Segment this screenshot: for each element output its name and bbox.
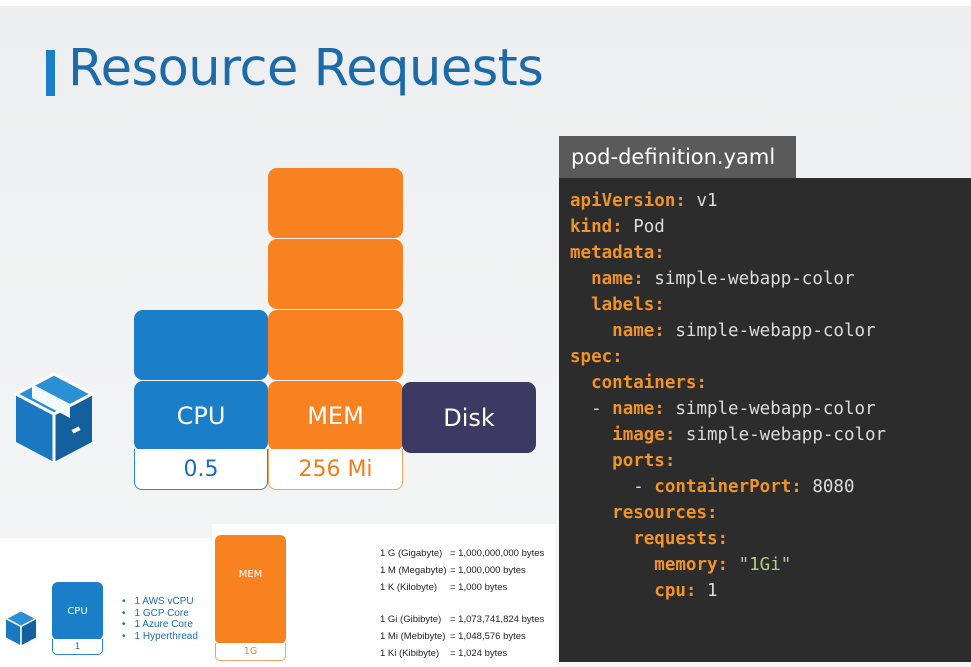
code-value: simple-webapp-color — [675, 425, 887, 445]
ref-cpu-label: CPU — [67, 605, 88, 617]
package-cube-icon — [12, 372, 96, 462]
code-string: "1Gi" — [728, 555, 792, 575]
code-line: metadata: — [570, 240, 971, 266]
unit-bytes: = 1,000 bytes — [450, 582, 508, 593]
unit-name: 1 G (Gigabyte) — [380, 548, 443, 559]
code-key: resources: — [612, 503, 718, 523]
unit-bytes: = 1,000,000,000 bytes — [450, 548, 545, 559]
code-value: simple-webapp-color — [664, 399, 876, 419]
code-key: memory: — [654, 555, 729, 575]
disk-block: Disk — [402, 382, 536, 453]
code-indent — [570, 373, 591, 393]
code-indent — [570, 451, 612, 471]
ref-cpu-value: 1 — [52, 639, 103, 655]
mem-block-extra-1 — [268, 168, 403, 238]
code-key: spec: — [570, 347, 623, 367]
code-indent — [570, 529, 633, 549]
code-key: name: — [591, 269, 644, 289]
cpu-equivalent-item: 1 GCP Core — [122, 608, 198, 620]
code-value: 8080 — [801, 477, 855, 497]
unit-bytes: = 1,048,576 bytes — [450, 631, 526, 642]
code-indent: - — [570, 399, 613, 419]
code-line: - containerPort: 8080 — [570, 474, 971, 500]
mem-block: MEM — [268, 381, 403, 451]
code-key: name: — [612, 321, 665, 341]
slide-title: Resource Requests — [68, 39, 544, 98]
code-line: resources: — [570, 500, 971, 526]
code-key: ports: — [612, 451, 676, 471]
package-cube-icon — [4, 609, 38, 646]
code-value: 1 — [696, 581, 718, 601]
title-accent-bar — [46, 50, 55, 96]
mem-block-extra-3 — [268, 310, 403, 380]
mem-block-extra-2 — [268, 239, 403, 309]
code-value: simple-webapp-color — [664, 321, 876, 341]
code-indent — [570, 295, 591, 315]
code-line: image: simple-webapp-color — [570, 422, 971, 448]
unit-name: 1 Mi (Mebibyte) — [380, 631, 446, 642]
unit-name: 1 Ki (Kibibyte) — [380, 648, 440, 659]
code-line: spec: — [570, 344, 971, 370]
code-key: cpu: — [654, 581, 697, 601]
code-line: cpu: 1 — [570, 578, 971, 604]
code-value: v1 — [685, 191, 718, 211]
code-line: memory: "1Gi" — [570, 552, 971, 578]
unit-name: 1 K (Kilobyte) — [380, 582, 438, 593]
unit-bytes: = 1,024 bytes — [450, 648, 508, 659]
code-key: apiVersion: — [570, 191, 686, 211]
code-line: requests: — [570, 526, 971, 552]
ref-mem-value: 1G — [215, 643, 286, 661]
unit-name: 1 Gi (Gibibyte) — [380, 614, 442, 625]
code-line: containers: — [570, 370, 971, 396]
code-key: requests: — [633, 529, 729, 549]
cpu-equivalent-item: 1 Azure Core — [122, 619, 198, 631]
top-strip — [0, 0, 971, 6]
code-indent — [570, 425, 612, 445]
mem-request-value: 256 Mi — [268, 449, 403, 490]
code-line: labels: — [570, 292, 971, 318]
code-key: metadata: — [570, 243, 665, 263]
unit-name: 1 M (Megabyte) — [380, 565, 447, 576]
file-name-tab: pod-definition.yaml — [559, 136, 796, 178]
ref-cpu-block: CPU — [52, 582, 103, 640]
cpu-equivalents-list: 1 AWS vCPU1 GCP Core1 Azure Core1 Hypert… — [122, 596, 198, 642]
code-value: simple-webapp-color — [643, 269, 855, 289]
code-key: kind: — [570, 217, 623, 237]
code-key: image: — [612, 425, 676, 445]
code-value: Pod — [622, 217, 665, 237]
code-key: containerPort: — [654, 477, 802, 497]
code-line: - name: simple-webapp-color — [570, 396, 971, 422]
cpu-equivalent-item: 1 AWS vCPU — [122, 596, 198, 608]
cpu-label: CPU — [176, 402, 226, 430]
code-key: containers: — [591, 373, 707, 393]
code-indent — [570, 555, 654, 575]
code-line: apiVersion: v1 — [570, 188, 971, 214]
code-indent — [570, 581, 654, 601]
cpu-block: CPU — [134, 381, 268, 451]
unit-bytes: = 1,000,000 bytes — [450, 565, 526, 576]
cpu-block-extra — [134, 310, 268, 380]
code-key: name: — [612, 399, 665, 419]
code-line: ports: — [570, 448, 971, 474]
cpu-equivalent-item: 1 Hyperthread — [122, 631, 198, 643]
code-indent — [570, 269, 591, 289]
cpu-request-value: 0.5 — [134, 449, 268, 490]
unit-bytes: = 1,073,741,824 bytes — [450, 614, 545, 625]
disk-label: Disk — [443, 403, 495, 432]
ref-mem-label: MEM — [238, 569, 263, 580]
code-line: name: simple-webapp-color — [570, 266, 971, 292]
code-indent — [570, 503, 612, 523]
code-line: kind: Pod — [570, 214, 971, 240]
code-line: name: simple-webapp-color — [570, 318, 971, 344]
mem-label: MEM — [307, 402, 364, 430]
code-indent — [570, 321, 612, 341]
code-indent: - — [570, 477, 655, 497]
ref-mem-block: MEM — [215, 535, 286, 644]
code-key: labels: — [591, 295, 665, 315]
